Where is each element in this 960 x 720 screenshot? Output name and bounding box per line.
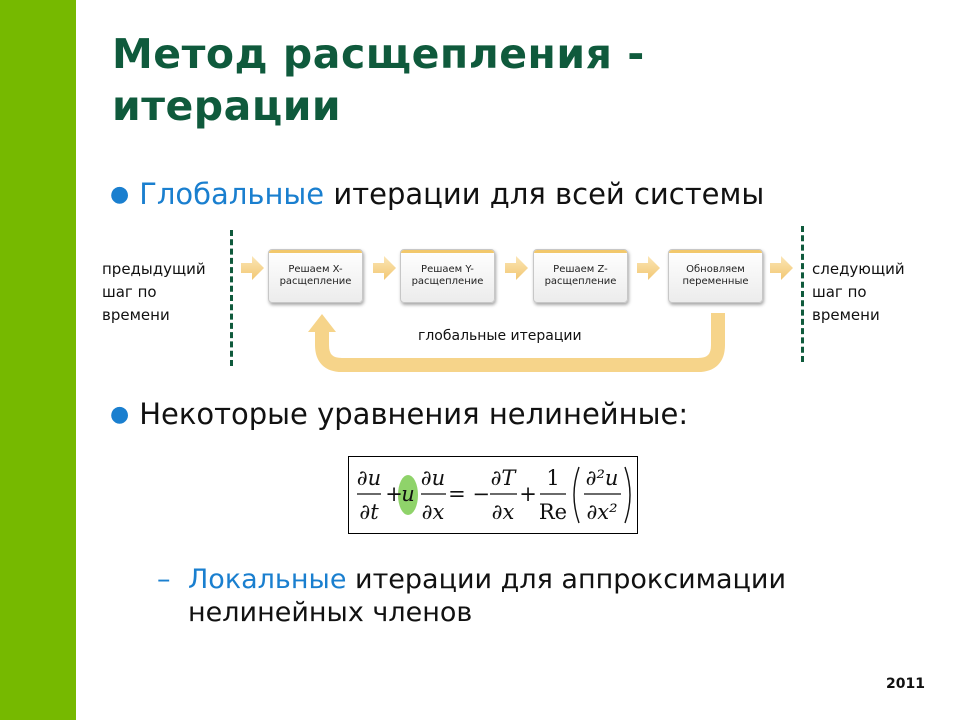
accent-sidebar xyxy=(0,0,76,720)
left-timestep-divider xyxy=(230,230,233,366)
previous-step-label: предыдущий шаг по времени xyxy=(102,260,206,324)
nonlinear-term-highlight xyxy=(398,475,418,515)
arrow-icon xyxy=(241,256,264,280)
bullet1-text: итерации для всей системы xyxy=(333,177,765,211)
equals-minus: = − xyxy=(448,482,490,506)
arrow-icon xyxy=(770,256,793,280)
rhs3-denominator: ∂x² xyxy=(586,500,617,524)
bullet-dot-icon: ● xyxy=(110,182,130,207)
equation-box: ∂u ∂t + u ∂u ∂x = − ∂T ∂x + 1 Re ∂²u ∂x² xyxy=(348,456,638,534)
flow-step-x: Решаем X-расщепление xyxy=(268,249,363,303)
arrow-icon xyxy=(637,256,660,280)
arrow-icon xyxy=(505,256,528,280)
right-timestep-divider xyxy=(801,226,804,362)
sub-bullet-text: итерации для аппроксимации xyxy=(355,564,787,595)
rhs2-numerator: 1 xyxy=(546,466,559,490)
sub-bullet-highlight: Локальные xyxy=(188,564,347,595)
rhs1-numerator: ∂T xyxy=(491,466,518,490)
bullet-global-iterations: ● Глобальные итерации для всей системы xyxy=(110,176,764,216)
lhs1-numerator: ∂u xyxy=(357,466,381,490)
global-loop-arrow xyxy=(315,313,725,372)
rhs2-denominator: Re xyxy=(539,500,567,524)
next-step-label: следующий шаг по времени xyxy=(812,260,905,324)
sub-bullet-local-iterations: –Локальные итерации для аппроксимации не… xyxy=(157,563,786,629)
lhs1-denominator: ∂t xyxy=(359,500,379,524)
slide-title: Метод расщепления - итерации xyxy=(112,28,912,132)
rhs3-numerator: ∂²u xyxy=(586,466,619,490)
sub-bullet-line-2: нелинейных членов xyxy=(188,597,473,628)
arrow-icon xyxy=(373,256,396,280)
nonlinear-coefficient: u xyxy=(401,482,415,506)
title-line-2: итерации xyxy=(112,82,342,130)
bullet2-text: Некоторые уравнения нелинейные: xyxy=(139,397,689,431)
sub-bullet-dash: – xyxy=(157,564,171,595)
global-iterations-label: глобальные итерации xyxy=(418,328,582,344)
flow-step-z: Решаем Z-расщепление xyxy=(533,249,628,303)
slide-year: 2011 xyxy=(886,676,925,692)
plus-sign-2: + xyxy=(519,482,537,506)
flow-step-y: Решаем Y-расщепление xyxy=(400,249,495,303)
loop-arrowhead-icon xyxy=(308,314,336,332)
bullet-nonlinear-equations: ● Некоторые уравнения нелинейные: xyxy=(110,396,688,436)
bullet1-highlight: Глобальные xyxy=(139,177,325,211)
rhs1-denominator: ∂x xyxy=(492,500,515,524)
plus-sign-1: + xyxy=(385,482,403,506)
lhs2-denominator: ∂x xyxy=(422,500,445,524)
title-line-1: Метод расщепления - xyxy=(112,30,645,78)
bullet-dot-icon: ● xyxy=(110,402,130,427)
lhs2-numerator: ∂u xyxy=(421,466,445,490)
